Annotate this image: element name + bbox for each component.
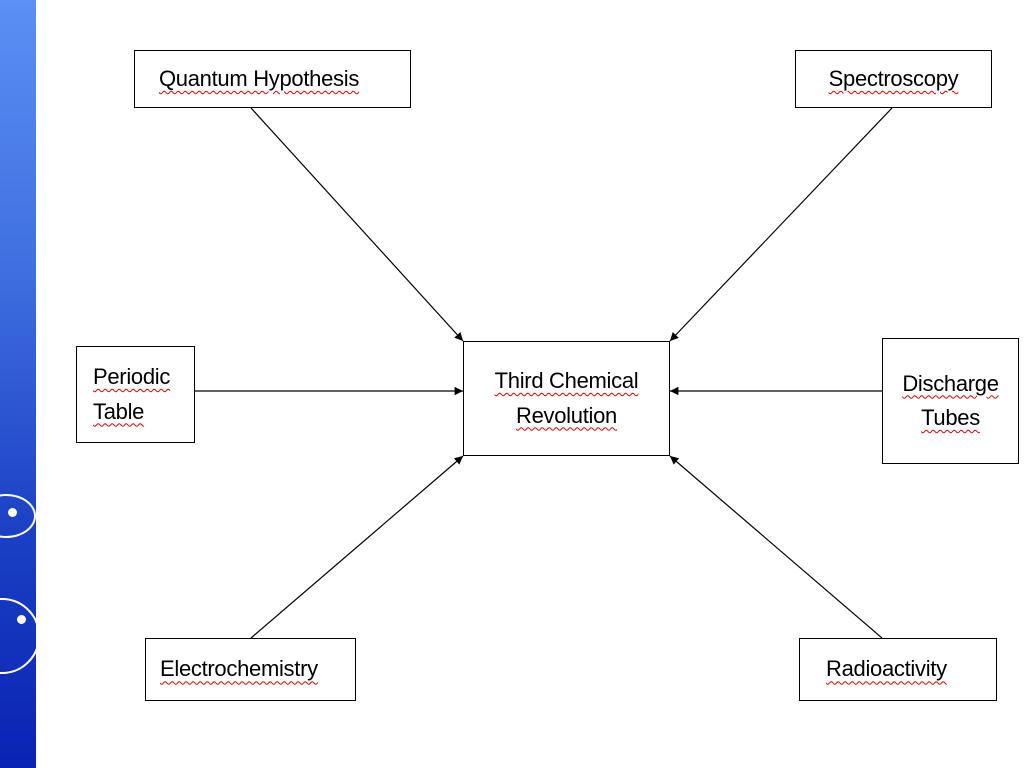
node-radioactivity: Radioactivity: [799, 638, 997, 701]
node-label-line-1: Third Chemical: [494, 368, 639, 394]
node-label: Electrochemistry: [160, 656, 318, 682]
node-label-line-2: Table: [93, 398, 145, 424]
node-discharge-tubes: Discharge Tubes: [882, 338, 1019, 464]
arrow-electrochemistry-to-center: [250, 455, 464, 639]
node-label-line-2: Revolution: [516, 402, 617, 428]
node-label-line-1: Periodic: [93, 364, 171, 390]
node-label: Radioactivity: [826, 656, 947, 682]
node-quantum-hypothesis: Quantum Hypothesis: [134, 50, 411, 108]
node-label-line-1: Discharge: [902, 370, 999, 396]
arrow-quantum-to-center: [250, 107, 464, 342]
arrow-radioactivity-to-center: [669, 455, 883, 639]
node-electrochemistry: Electrochemistry: [145, 638, 356, 701]
node-label-line-2: Tubes: [921, 405, 980, 430]
node-periodic-table: Periodic Table: [76, 346, 195, 443]
sidebar-gradient-strip: [0, 0, 36, 768]
node-label: Quantum Hypothesis: [159, 65, 360, 91]
node-label: Spectroscopy: [828, 65, 959, 91]
decorative-dot-icon: [8, 508, 17, 517]
decorative-dot-icon: [17, 615, 26, 624]
node-spectroscopy: Spectroscopy: [795, 50, 992, 108]
arrow-spectroscopy-to-center: [669, 107, 893, 342]
node-third-chemical-revolution: Third Chemical Revolution: [463, 341, 670, 456]
